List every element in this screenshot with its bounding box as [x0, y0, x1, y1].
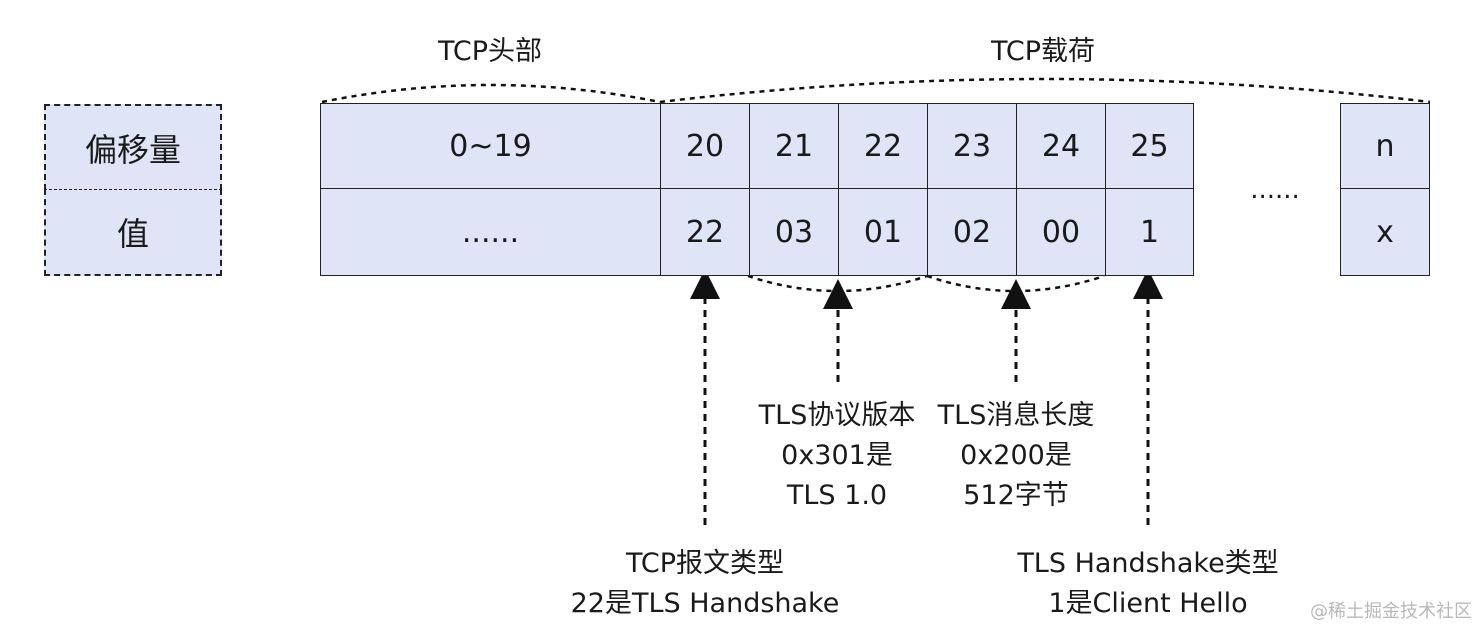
- byte-value-cell: 02: [927, 188, 1017, 276]
- header-offset-cell: 0~19: [320, 103, 661, 189]
- byte-offset-cell: 22: [838, 103, 928, 189]
- header-offset-text: 0~19: [449, 128, 532, 164]
- handshake-type-annotation: TLS Handshake类型 1是Client Hello: [998, 544, 1298, 624]
- header-value-text: ......: [461, 214, 520, 250]
- legend-offset-label: 偏移量: [84, 130, 181, 169]
- legend-offset-cell: 偏移量: [44, 104, 222, 190]
- annotation-line: TLS Handshake类型: [1017, 548, 1279, 579]
- tls-version-annotation: TLS协议版本 0x301是 TLS 1.0: [737, 396, 937, 516]
- byte-value-cell: 03: [749, 188, 839, 276]
- byte-value-text: 02: [952, 214, 992, 250]
- byte-offset-text: 23: [952, 128, 992, 164]
- byte-offset-text: 22: [863, 128, 903, 164]
- annotation-line: 0x200是: [960, 440, 1072, 471]
- byte-value-cell: 01: [838, 188, 928, 276]
- byte-value-cell: 00: [1016, 188, 1106, 276]
- byte-value-text: 00: [1041, 214, 1081, 250]
- byte-value-text: 03: [774, 214, 814, 250]
- record-type-annotation: TCP报文类型 22是TLS Handshake: [555, 544, 855, 624]
- byte-value-cell: 1: [1105, 188, 1194, 276]
- annotation-line: TLS 1.0: [786, 480, 888, 511]
- byte-value-text: 22: [685, 214, 725, 250]
- length-brace: [926, 274, 1105, 293]
- annotation-line: 512字节: [963, 480, 1069, 511]
- last-offset-text: n: [1375, 128, 1395, 164]
- legend-value-cell: 值: [44, 189, 222, 276]
- byte-value-cell: 22: [660, 188, 750, 276]
- payload-brace: [659, 77, 1431, 104]
- annotation-line: TCP报文类型: [625, 548, 785, 579]
- byte-offset-cell: 23: [927, 103, 1017, 189]
- tls-length-annotation: TLS消息长度 0x200是 512字节: [916, 396, 1116, 516]
- legend-value-label: 值: [116, 215, 149, 253]
- watermark-text: @稀土掘金技术社区: [1310, 601, 1472, 622]
- annotation-line: 0x301是: [781, 440, 893, 471]
- annotation-line: TLS消息长度: [937, 400, 1095, 431]
- annotation-line: TLS协议版本: [758, 400, 916, 431]
- byte-offset-cell: 21: [749, 103, 839, 189]
- byte-value-text: 1: [1139, 214, 1160, 250]
- byte-value-text: 01: [863, 214, 903, 250]
- header-brace: [321, 83, 661, 104]
- annotation-line: 22是TLS Handshake: [570, 588, 840, 619]
- header-value-cell: ......: [320, 188, 661, 276]
- byte-offset-text: 20: [685, 128, 725, 164]
- ellipsis-text: ......: [1250, 175, 1300, 205]
- byte-offset-text: 25: [1130, 128, 1169, 164]
- tcp-header-label: TCP头部: [437, 36, 543, 67]
- byte-offset-cell: 20: [660, 103, 750, 189]
- tcp-payload-label: TCP载荷: [990, 36, 1096, 67]
- last-offset-cell: n: [1340, 103, 1430, 189]
- version-brace: [747, 274, 928, 293]
- last-value-text: x: [1376, 214, 1394, 250]
- byte-offset-text: 21: [774, 128, 814, 164]
- byte-offset-cell: 24: [1016, 103, 1106, 189]
- byte-offset-cell: 25: [1105, 103, 1194, 189]
- byte-offset-text: 24: [1041, 128, 1081, 164]
- last-value-cell: x: [1340, 188, 1430, 276]
- annotation-line: 1是Client Hello: [1048, 588, 1248, 619]
